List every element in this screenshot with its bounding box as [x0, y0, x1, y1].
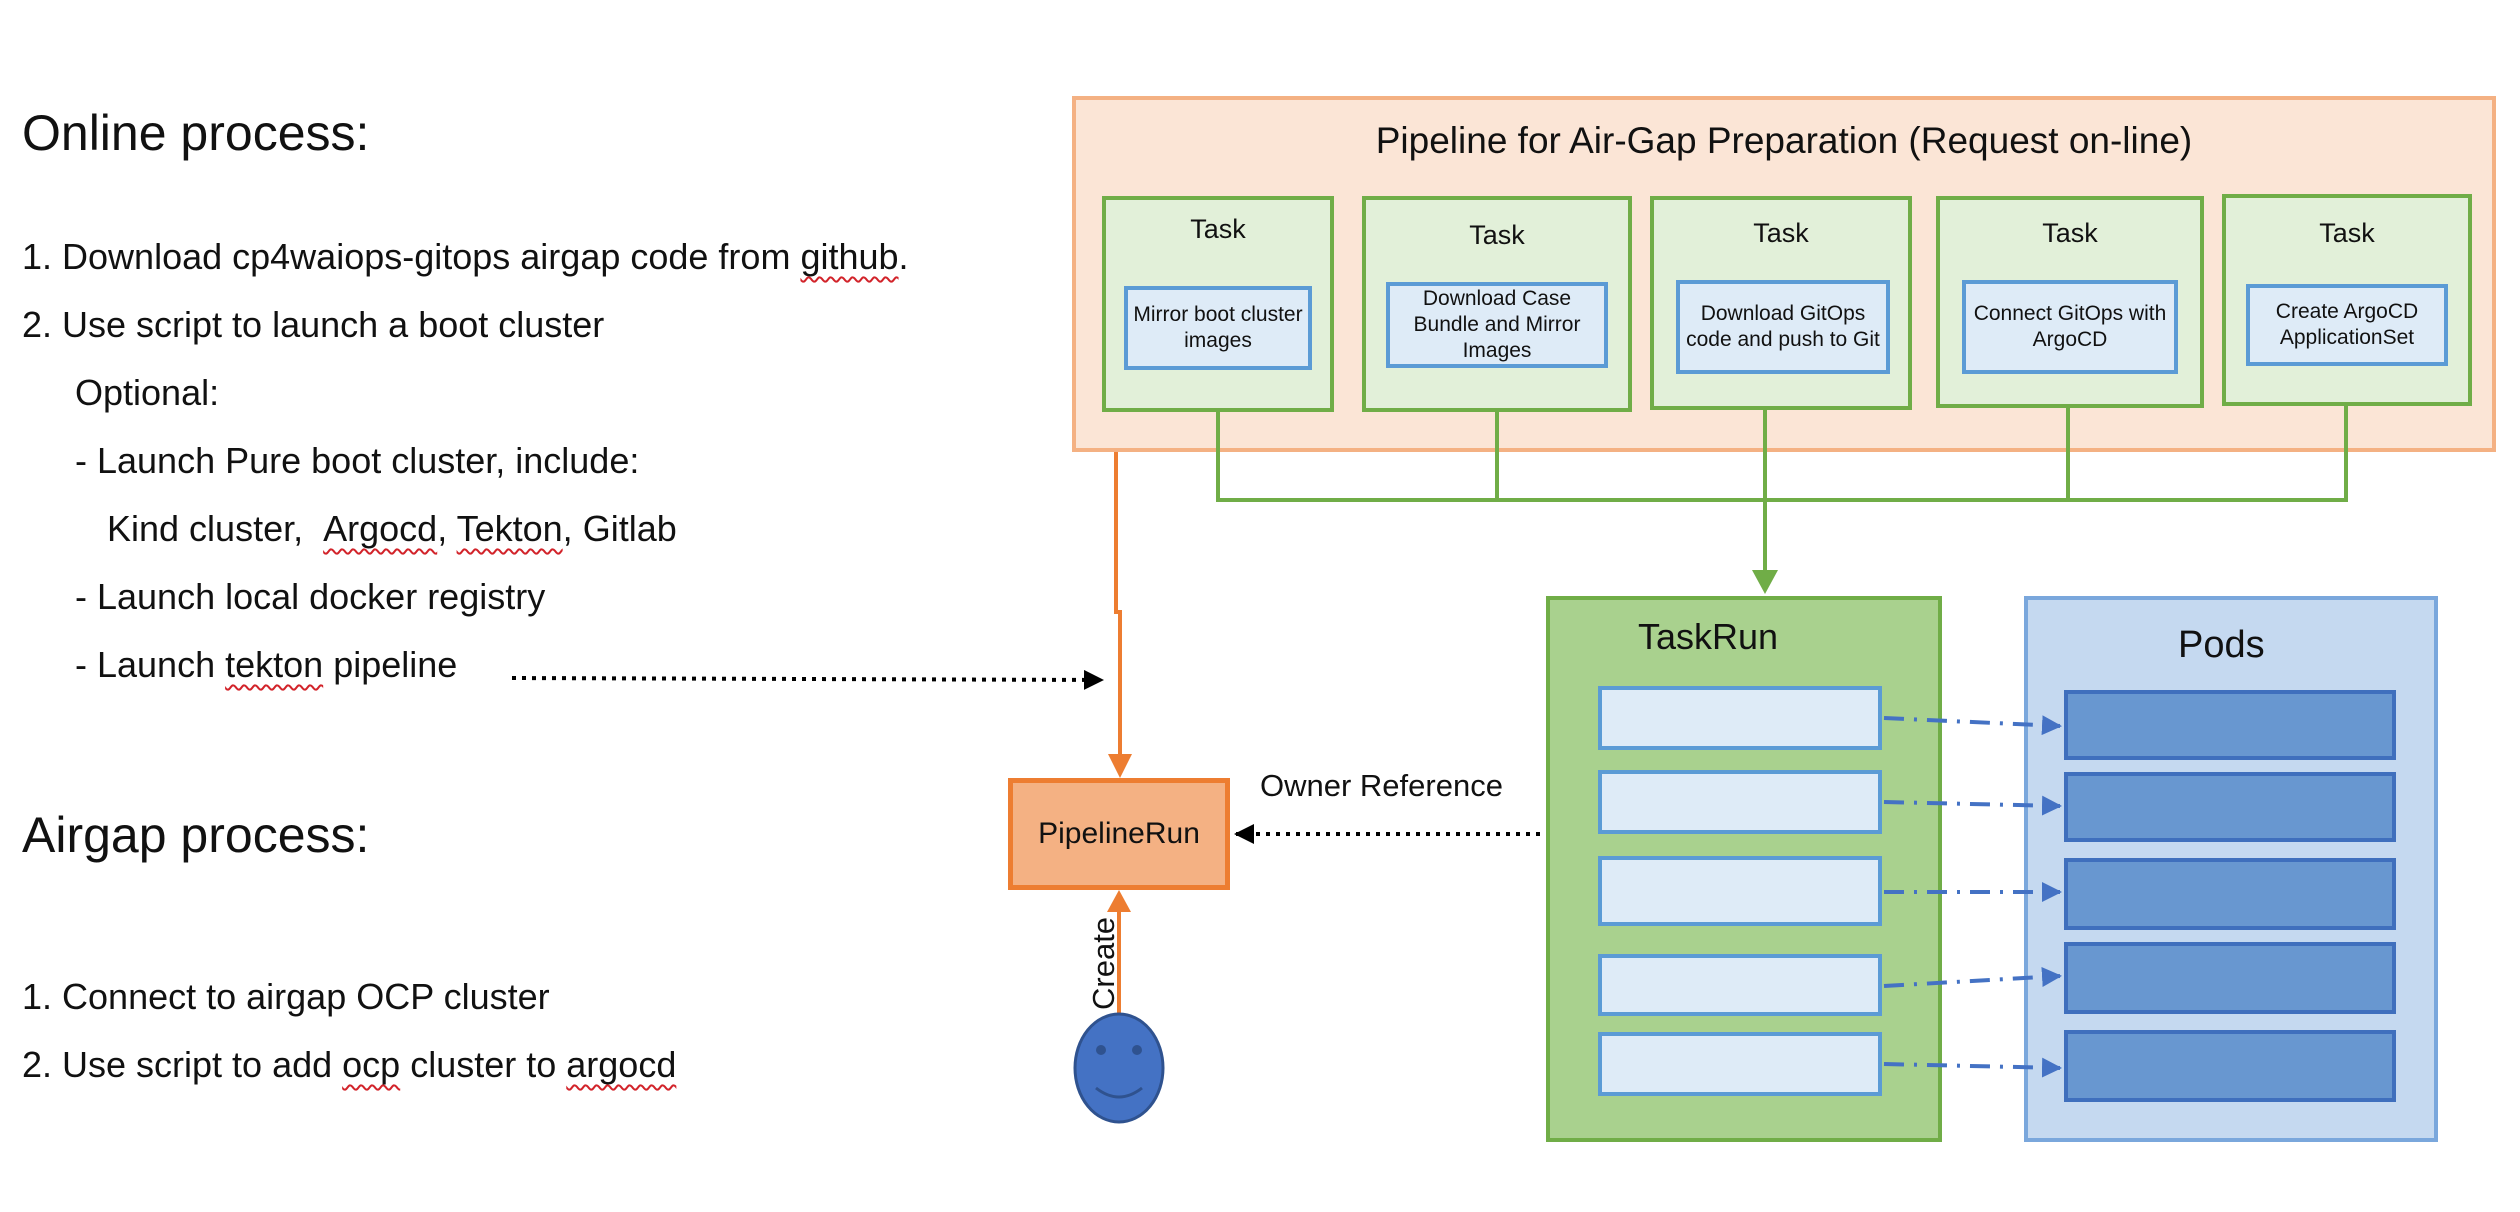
airgap-process-heading: Airgap process: — [22, 807, 370, 863]
pod-item — [2064, 772, 2396, 842]
taskrun-arrowhead — [1752, 570, 1778, 594]
pod-item — [2064, 690, 2396, 760]
launch-pipeline-arrow — [511, 669, 1104, 690]
taskrun-title: TaskRun — [1638, 616, 1779, 657]
owner-reference-label: Owner Reference — [1260, 768, 1503, 803]
taskrun-item — [1598, 686, 1882, 750]
pipeline-title: Pipeline for Air-Gap Preparation (Reques… — [1375, 120, 2193, 161]
pod-item — [2064, 942, 2396, 1014]
task-content: Mirror boot cluster images — [1124, 286, 1312, 370]
task-content: Download Case Bundle and Mirror Images — [1386, 282, 1608, 368]
pipelinerun-box: PipelineRun — [1008, 778, 1230, 890]
github-word: github — [800, 236, 899, 277]
pipelinerun-arrowhead — [1108, 754, 1132, 778]
task-box-1: Task Mirror boot cluster images — [1102, 196, 1334, 412]
pod-item — [2064, 858, 2396, 930]
argocd-word: Argocd — [323, 508, 438, 549]
taskrun-item — [1598, 856, 1882, 926]
task-content: Connect GitOps with ArgoCD — [1962, 280, 2178, 374]
tekton-word: Tekton — [456, 508, 563, 549]
taskrun-item — [1598, 954, 1882, 1016]
task-box-5: Task Create ArgoCD ApplicationSet — [2222, 194, 2472, 406]
kind-cluster-text: Kind cluster, — [107, 508, 314, 549]
pods-title: Pods — [2178, 624, 2265, 666]
task-box-2: Task Download Case Bundle and Mirror Ima… — [1362, 196, 1632, 412]
online-step-1: 1. Download cp4waiops-gitops airgap code… — [22, 236, 909, 278]
airgap-step-2: 2. Use script to add ocp cluster to argo… — [22, 1044, 677, 1085]
pipeline-to-pipelinerun-line — [1114, 452, 1122, 758]
taskrun-item — [1598, 1032, 1882, 1096]
user-smiley-icon — [1073, 1012, 1165, 1124]
task-box-3: Task Download GitOps code and push to Gi… — [1650, 196, 1912, 410]
task-label: Task — [1190, 214, 1246, 244]
task-label: Task — [2042, 218, 2098, 248]
option-tekton-pipeline: - Launch tekton pipeline — [75, 644, 458, 685]
taskrun-pod-arrows — [1883, 715, 2062, 1078]
task-content: Download GitOps code and push to Git — [1676, 280, 1890, 374]
pod-item — [2064, 1030, 2396, 1102]
airgap-step-1: 1. Connect to airgap OCP cluster — [22, 976, 550, 1017]
task-box-4: Task Connect GitOps with ArgoCD — [1936, 196, 2204, 408]
option-pure-boot-cluster: - Launch Pure boot cluster, include: — [75, 440, 640, 481]
ocp-word: ocp — [342, 1044, 401, 1085]
task-label: Task — [2319, 218, 2375, 248]
task-label: Task — [1469, 220, 1525, 250]
gitlab-word: Gitlab — [582, 508, 677, 549]
taskrun-item — [1598, 770, 1882, 834]
period: . — [898, 236, 909, 277]
task-label: Task — [1753, 218, 1809, 248]
online-step-1-text: 1. Download cp4waiops-gitops airgap code… — [22, 236, 801, 277]
task-content: Create ArgoCD ApplicationSet — [2246, 284, 2448, 366]
option-docker-registry: - Launch local docker registry — [75, 576, 546, 617]
tekton-pipeline-word: tekton — [225, 644, 324, 685]
online-step-2: 2. Use script to launch a boot cluster — [22, 304, 605, 345]
argocd-word-2: argocd — [566, 1044, 677, 1085]
optional-label: Optional: — [75, 372, 220, 413]
create-arrowhead — [1107, 890, 1131, 912]
task-connector — [1216, 406, 2348, 575]
option-components-line: Kind cluster, Argocd, Tekton, Gitlab — [107, 508, 677, 549]
online-process-heading: Online process: — [22, 105, 370, 161]
